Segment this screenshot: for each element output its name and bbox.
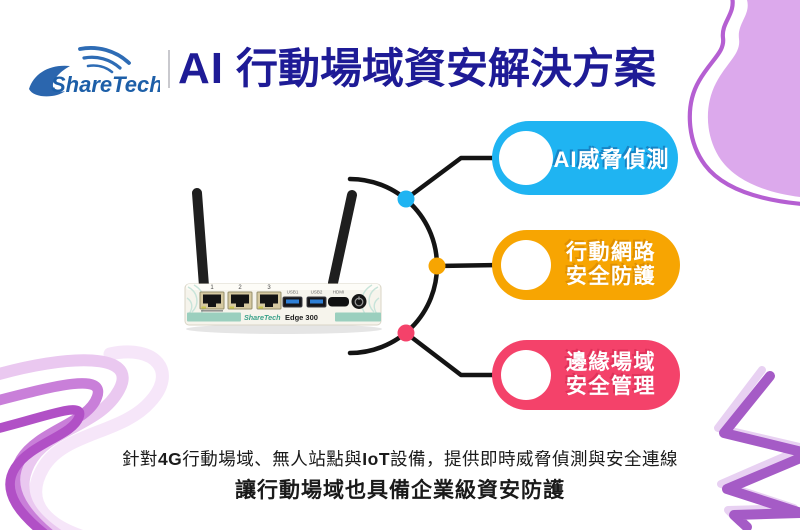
header-divider <box>168 50 170 88</box>
connector-line-top <box>403 155 503 202</box>
device-brand-text: ShareTech <box>244 313 281 322</box>
title-rest: 行動場域資安解決方案 <box>236 45 657 92</box>
antenna-left <box>192 188 209 291</box>
title-ai: AI <box>178 44 224 93</box>
blob-outline <box>687 0 800 206</box>
hdmi-label: HDMI <box>333 290 345 295</box>
brace-arc <box>347 176 440 356</box>
logo-wordmark: ShareTech <box>51 72 160 97</box>
ethernet-port-2 <box>227 291 253 310</box>
hdmi-port <box>328 297 349 307</box>
edge300-device-image: 1 2 3 USB1 USB2 HDMI ShareTech Edge 300 <box>184 188 382 334</box>
decor-swirl-bottom-left <box>0 345 169 530</box>
feature-badge-edge-field-security: 邊緣場域安全管理 <box>492 340 680 410</box>
stripe-right <box>335 312 381 322</box>
connector-line-bottom <box>403 330 503 378</box>
eth-label-3: 3 <box>267 285 271 291</box>
usb-tongue-2 <box>310 299 323 304</box>
footer-slogan: 讓行動場域也具備企業級資安防護 <box>235 479 565 502</box>
page-title: AI 行動場域資安解決方案 <box>178 40 656 98</box>
ethernet-port-1 <box>199 291 225 310</box>
sharetech-logo-icon: ShareTech <box>29 46 160 97</box>
badge-label-line: 行動網路 <box>566 241 656 265</box>
micro-markings <box>201 310 223 312</box>
footer-desc-4g: 4G <box>157 449 183 469</box>
eth-label-1: 1 <box>210 285 214 291</box>
footer-desc-part: 針對 <box>121 449 158 469</box>
chassis-top-highlight <box>186 284 380 290</box>
usb-label-2: USB2 <box>311 290 323 295</box>
badge-label: 邊緣場域安全管理 <box>551 351 671 398</box>
feature-dot-blue <box>397 190 415 208</box>
stripe-left <box>187 312 241 322</box>
device-model-text: Edge 300 <box>285 313 318 322</box>
badge-label-line: 邊緣場域 <box>566 351 656 375</box>
badge-circle <box>499 131 553 185</box>
feature-badge-ai-threat-detection: AI威脅偵測 <box>492 121 678 195</box>
antenna-right <box>328 190 357 288</box>
feature-dot-orange <box>428 257 446 275</box>
badge-label-line: 安全管理 <box>566 375 656 398</box>
blob-fill <box>707 0 800 197</box>
footer-desc-part: 設備，提供即時威脅偵測與安全連線 <box>390 449 679 469</box>
badge-circle <box>501 350 551 400</box>
feature-badge-mobile-network-security: 行動網路安全防護 <box>492 230 680 300</box>
badge-circle <box>501 240 551 290</box>
usb-ports: USB1 USB2 <box>282 290 327 308</box>
feature-dot-pink <box>397 324 415 342</box>
decor-blob-top-right <box>687 0 800 206</box>
badge-label: AI威脅偵測 <box>553 142 670 174</box>
logo-signal-arcs-icon <box>78 46 131 74</box>
footer-description: 針對4G行動場域、無人站點與IoT設備，提供即時威脅偵測與安全連線 <box>0 446 800 471</box>
ethernet-port-3 <box>256 291 282 310</box>
footer-desc-iot: IoT <box>362 449 391 469</box>
logo-swoosh-icon <box>29 65 70 97</box>
footer-desc-part: 行動場域、無人站點與 <box>182 449 363 469</box>
header: ShareTech AI 行動場域資安解決方案 <box>28 40 656 98</box>
zigzag-main <box>719 371 800 530</box>
swirl-stroke-lightest <box>29 345 169 530</box>
connector-line-middle <box>434 262 503 269</box>
eth-label-2: 2 <box>238 285 242 291</box>
device-shadow <box>186 324 382 334</box>
zigzag-echo <box>714 366 800 526</box>
usb-label-1: USB1 <box>287 290 299 295</box>
swirl-stroke-dark <box>0 405 85 530</box>
power-button-icon <box>351 294 367 309</box>
decor-zigzag-bottom-right <box>714 366 800 530</box>
badge-label: 行動網路安全防護 <box>551 241 671 288</box>
usb-tongue-1 <box>286 299 299 304</box>
badge-label-line: AI威脅偵測 <box>553 147 670 172</box>
ethernet-ports: 1 2 3 <box>199 285 282 310</box>
badge-label-line: 安全防護 <box>566 265 656 288</box>
